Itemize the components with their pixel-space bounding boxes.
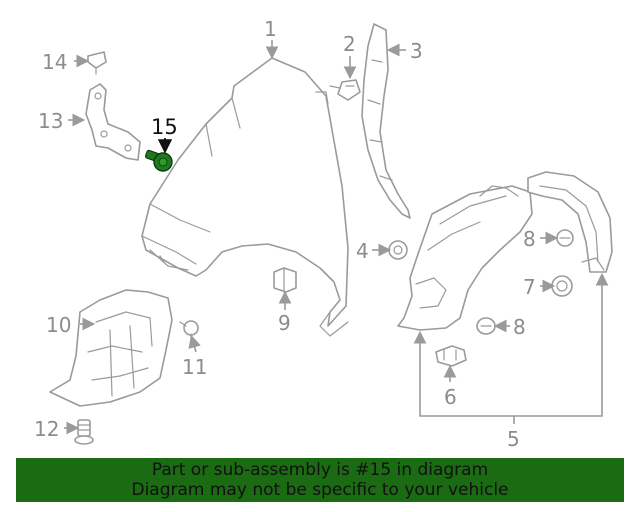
callout-5: 5 xyxy=(507,427,520,451)
callout-3: 3 xyxy=(410,39,423,63)
callout-1: 1 xyxy=(264,17,277,41)
part-15-bolt-highlighted[interactable] xyxy=(145,149,173,172)
callout-4: 4 xyxy=(356,239,369,263)
callout-10: 10 xyxy=(46,313,71,337)
part-14-clip xyxy=(87,51,107,75)
part-12-bolt xyxy=(74,419,94,445)
part-5-outer-liner xyxy=(527,171,613,273)
banner-line-disclaimer: Diagram may not be specific to your vehi… xyxy=(131,480,509,500)
callout-2: 2 xyxy=(343,32,356,56)
part-6-clip xyxy=(435,345,467,367)
callout-7: 7 xyxy=(523,275,536,299)
callout-11: 11 xyxy=(182,355,207,379)
part-3-seal-strip xyxy=(361,23,411,219)
callout-6: 6 xyxy=(444,385,457,409)
banner-line-part: Part or sub-assembly is #15 in diagram xyxy=(151,460,489,480)
parts-diagram: 1 2 3 4 5 6 7 8 8 9 10 11 12 13 14 15 xyxy=(34,17,613,451)
callout-8-lower: 8 xyxy=(513,315,526,339)
callout-8-upper: 8 xyxy=(523,227,536,251)
callout-15-highlighted: 15 xyxy=(151,115,178,139)
part-8-push-clip-lower xyxy=(476,317,496,335)
callout-12: 12 xyxy=(34,417,59,441)
part-10-splash-shield xyxy=(49,289,173,407)
part-13-bracket xyxy=(85,83,141,161)
part-1-front-fender xyxy=(141,57,349,337)
part-7-grommet xyxy=(551,275,573,297)
callout-14: 14 xyxy=(42,50,67,74)
callout-13: 13 xyxy=(38,109,63,133)
part-2-clip xyxy=(329,79,361,101)
part-4-push-clip xyxy=(388,240,408,260)
leader-lines xyxy=(64,40,609,435)
part-11-screw xyxy=(179,320,199,345)
callout-9: 9 xyxy=(278,311,291,335)
part-9-retainer xyxy=(273,267,297,293)
part-8-push-clip-upper xyxy=(556,229,574,247)
part-5-inner-liner xyxy=(397,185,533,331)
info-banner: Part or sub-assembly is #15 in diagram D… xyxy=(16,458,624,502)
